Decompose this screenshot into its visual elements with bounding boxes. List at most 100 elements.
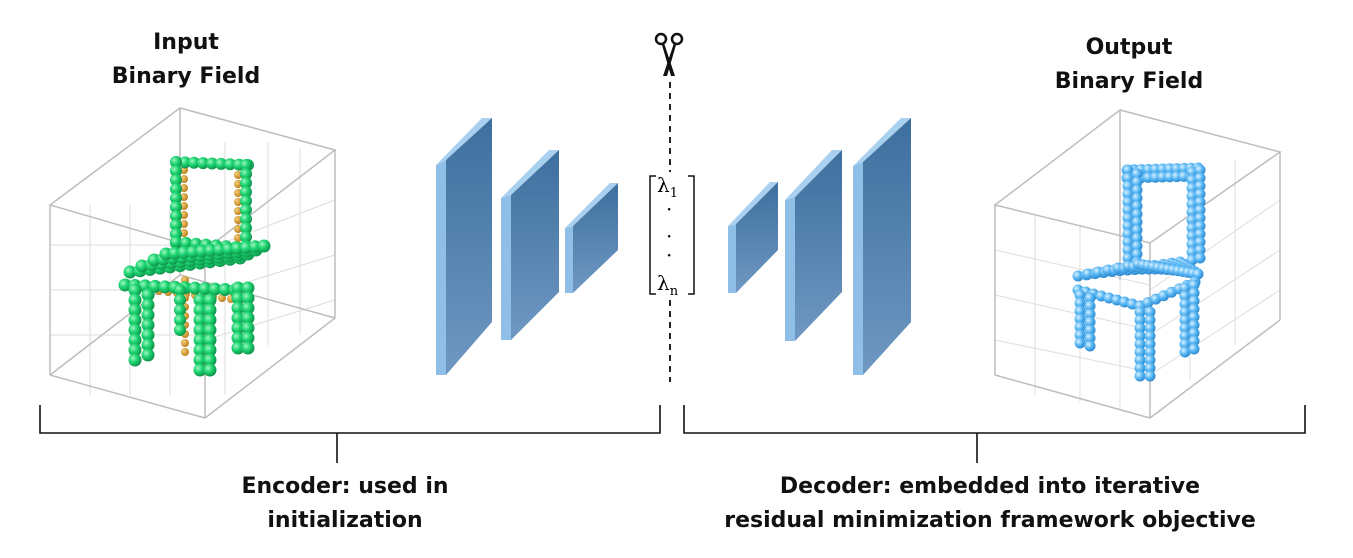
voxel (241, 341, 255, 355)
voxel (1194, 180, 1206, 192)
encoder-layer-3 (565, 183, 618, 293)
decoder-layer-2 (785, 150, 842, 341)
voxel (1074, 321, 1086, 333)
voxel (1122, 180, 1134, 192)
voxel (180, 211, 188, 219)
voxel (1194, 188, 1206, 200)
voxel (1122, 236, 1134, 248)
voxel (1084, 324, 1096, 336)
voxel (1074, 329, 1086, 341)
voxel (1084, 308, 1096, 320)
voxel (1188, 311, 1200, 323)
decoder-caption-line1: Decoder: embedded into iterative (779, 474, 1201, 499)
voxel (174, 284, 186, 296)
voxel (1131, 192, 1143, 204)
voxel (1179, 314, 1191, 326)
output-title-line2: Binary Field (1054, 69, 1204, 94)
voxel (240, 204, 252, 216)
voxel (180, 193, 188, 201)
voxel (1131, 168, 1143, 180)
voxel (231, 341, 245, 355)
voxel (141, 298, 155, 312)
output-title-line1: Output (1085, 35, 1173, 60)
voxel (123, 265, 137, 279)
voxel (1194, 172, 1206, 184)
voxel (148, 279, 162, 293)
voxel (208, 282, 222, 296)
voxel (198, 282, 212, 296)
voxel (234, 189, 242, 197)
voxel (1074, 289, 1086, 301)
voxel (1131, 200, 1143, 212)
decoder-caption-line2: residual minimization framework objectiv… (724, 508, 1256, 533)
voxel (231, 291, 245, 305)
voxel (193, 293, 207, 307)
voxel (128, 313, 142, 327)
voxel (234, 234, 242, 242)
voxel (1131, 232, 1143, 244)
voxel (141, 328, 155, 342)
voxel (1144, 306, 1156, 318)
decoder-layer-3 (853, 118, 911, 375)
voxel (193, 363, 207, 377)
voxel (1179, 322, 1191, 334)
voxel (174, 304, 186, 316)
voxel (1122, 188, 1134, 200)
voxel (1074, 337, 1086, 349)
voxel (1131, 248, 1143, 260)
voxel (231, 331, 245, 345)
voxel (1144, 370, 1156, 382)
voxel (197, 157, 209, 170)
voxel (181, 339, 189, 347)
voxel (128, 283, 142, 297)
voxel (180, 220, 188, 228)
latent-vector: λ1 · · · λn (649, 173, 695, 299)
voxel (174, 294, 186, 306)
voxel (128, 343, 142, 357)
voxel (218, 283, 232, 297)
voxel (203, 343, 217, 357)
voxel (234, 171, 242, 179)
voxel (241, 281, 255, 295)
voxel (1122, 212, 1134, 224)
voxel (180, 202, 188, 210)
voxel (234, 207, 242, 215)
voxel (1188, 335, 1200, 347)
voxel (1144, 362, 1156, 374)
output-title: Output Binary Field (1020, 31, 1238, 99)
encoder-layer-2 (501, 150, 559, 340)
voxel (215, 157, 227, 170)
input-chair-voxels (118, 156, 271, 377)
voxel (240, 213, 252, 225)
scissors-icon (654, 32, 684, 76)
voxel (170, 201, 182, 213)
voxel (1194, 236, 1206, 248)
voxel (1188, 319, 1200, 331)
voxel (188, 281, 202, 295)
voxel (1122, 220, 1134, 232)
latent-last: λn (657, 271, 679, 299)
voxel (128, 303, 142, 317)
voxel (193, 353, 207, 367)
voxel (1072, 270, 1084, 282)
voxel (1074, 305, 1086, 317)
voxel (234, 180, 242, 188)
voxel (1131, 216, 1143, 228)
voxel (1084, 316, 1096, 328)
voxel (193, 333, 207, 347)
voxel (1179, 338, 1191, 350)
voxel (1134, 338, 1146, 350)
voxel (1194, 228, 1206, 240)
voxel (179, 156, 191, 169)
voxel (1179, 306, 1191, 318)
voxel (234, 198, 242, 206)
voxel (1194, 220, 1206, 232)
voxel (1084, 340, 1096, 352)
voxel (203, 303, 217, 317)
voxel (1194, 164, 1206, 176)
voxel (1122, 244, 1134, 256)
voxel (1134, 322, 1146, 334)
voxel (1188, 327, 1200, 339)
voxel (193, 343, 207, 357)
voxel (234, 225, 242, 233)
